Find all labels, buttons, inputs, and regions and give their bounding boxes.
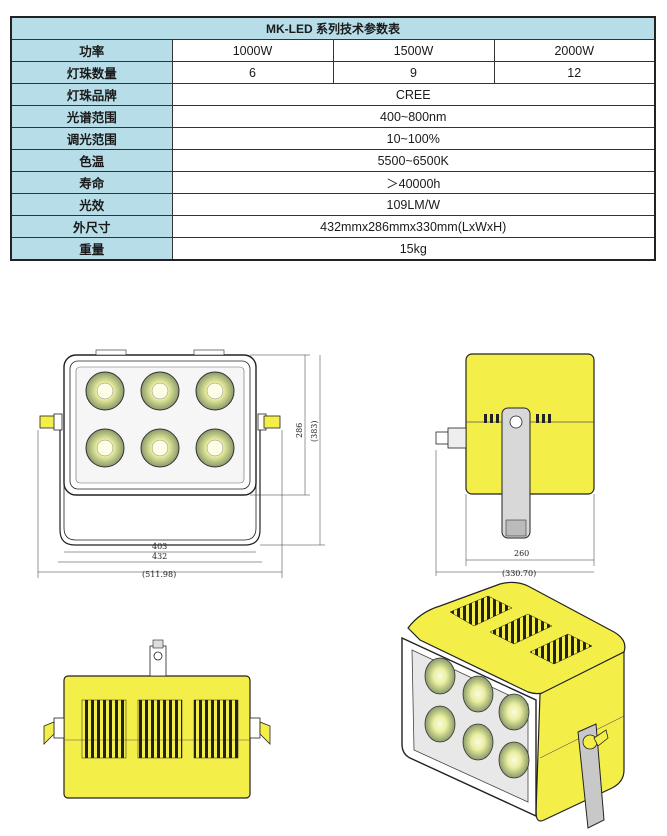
side-view: 260 (330.70) [435,353,595,578]
led-array-isometric [424,657,530,779]
table-row: 光谱范围 400~800nm [10,105,656,128]
table-row: 外尺寸 432mmx286mmx330mm(LxWxH) [10,215,656,238]
table-row: 功率 1000W 1500W 2000W [10,39,656,62]
front-view: 403 432 (511.98) 286 (383) [37,349,325,579]
led-array-front [85,371,235,468]
dim-side-total-width: (330.70) [502,569,536,578]
rear-view [43,639,271,799]
side-knob-icon [435,427,467,449]
cell-value: 432mmx286mmx330mm(LxWxH) [171,215,656,238]
table-title-row: MK-LED 系列技术参数表 [10,16,656,40]
cell-value: 12 [493,61,656,84]
row-label: 重量 [10,237,173,261]
spec-table: MK-LED 系列技术参数表 功率 1000W 1500W 2000W 灯珠数量… [10,16,656,261]
knob-left-icon [39,413,63,431]
cell-value: 15kg [171,237,656,261]
rear-knob-left-icon [43,717,65,745]
dim-front-height: 286 [295,423,304,438]
dim-side-width: 260 [514,549,529,558]
cell-value: 1500W [332,39,495,62]
rear-knob-right-icon [249,717,271,745]
table-title: MK-LED 系列技术参数表 [10,16,656,40]
table-row: 重量 15kg [10,237,656,261]
isometric-view [401,581,626,829]
row-label: 外尺寸 [10,215,173,238]
isometric-vents [449,595,593,665]
row-label: 灯珠品牌 [10,83,173,106]
row-label: 光谱范围 [10,105,173,128]
isometric-knob-icon [582,729,609,750]
dim-front-total-height: (383) [310,420,319,442]
knob-right-icon [257,413,281,431]
dim-front-total-width: (511.98) [142,570,176,579]
dim-front-width: 432 [152,552,167,561]
table-row: 色温 5500~6500K [10,149,656,172]
table-row: 寿命 ＞40000h [10,171,656,194]
rear-hanger-icon [149,639,167,677]
table-row: 灯珠品牌 CREE [10,83,656,106]
row-label: 色温 [10,149,173,172]
dim-front-inner-width: 403 [152,542,167,551]
